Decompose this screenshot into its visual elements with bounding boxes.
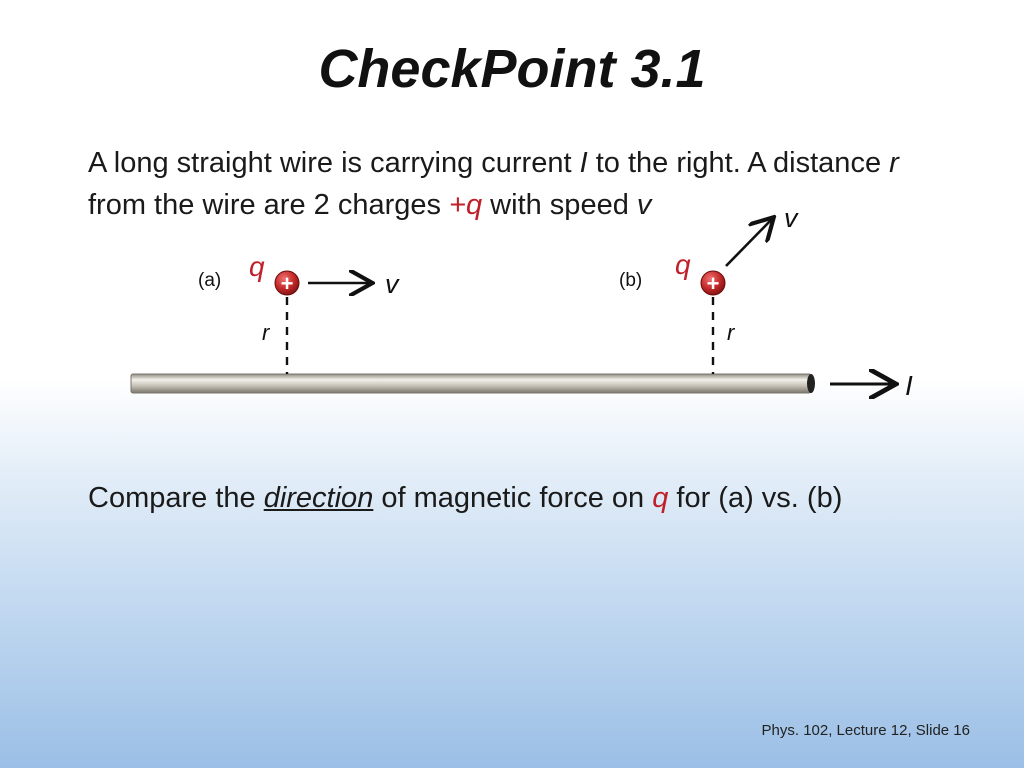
velocity-b-label: v [784, 203, 799, 233]
case-a-label: (a) [198, 270, 221, 291]
velocity-arrow-b [725, 219, 772, 267]
question-charge-symbol: q [652, 482, 669, 514]
intro-part-2: to the right. A distance [587, 147, 890, 179]
intro-distance-symbol: r [889, 147, 899, 179]
question-text: Compare the direction of magnetic force … [88, 482, 988, 515]
question-direction-word: direction [263, 482, 374, 514]
intro-speed-symbol: v [636, 189, 652, 221]
intro-charge-symbol: +q [449, 189, 483, 221]
slide-footer: Phys. 102, Lecture 12, Slide 16 [761, 722, 970, 739]
charge-a-plus-icon: + [281, 271, 294, 296]
charge-b-plus-icon: + [707, 271, 720, 296]
distance-a-label: r [262, 320, 271, 345]
current-carrying-wire [130, 373, 815, 394]
intro-part-3: from the wire are 2 charges [88, 189, 450, 221]
slide-title: CheckPoint 3.1 [318, 39, 706, 99]
current-label: I [905, 370, 913, 401]
question-part-2: of magnetic force on [373, 482, 653, 514]
intro-part-4: with speed [482, 189, 637, 221]
distance-b-label: r [727, 320, 736, 345]
intro-current-symbol: I [579, 147, 588, 179]
question-part-3: for (a) vs. (b) [668, 482, 843, 514]
case-b-label: (b) [619, 270, 642, 291]
charge-b-q-label: q [675, 249, 691, 280]
intro-part-1: A long straight wire is carrying current [88, 147, 580, 179]
question-part-1: Compare the [88, 482, 264, 514]
velocity-a-label: v [385, 269, 400, 299]
charge-a-q-label: q [249, 251, 265, 282]
charge-a [274, 270, 300, 296]
charge-b [700, 270, 726, 296]
intro-text: A long straight wire is carrying current… [88, 142, 1008, 226]
